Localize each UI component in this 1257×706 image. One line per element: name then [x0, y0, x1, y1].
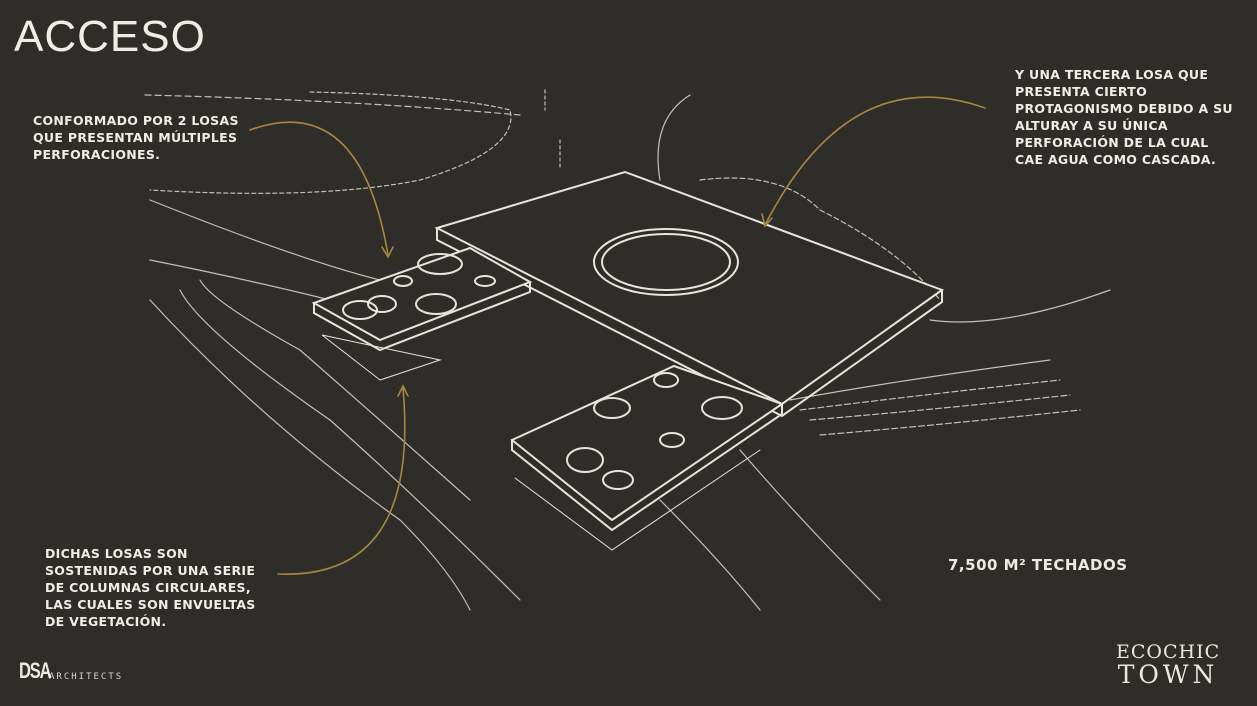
- accent-arrows: [249, 96, 986, 575]
- ecochic-town-logo: ECOCHIC TOWN: [1116, 642, 1220, 688]
- terrain-lines: [144, 89, 1111, 611]
- dsa-mark: DSA: [19, 658, 52, 683]
- upper-slab: [434, 170, 945, 418]
- dsa-architects-logo: DSA ARCHITECTS: [19, 658, 124, 683]
- dsa-text: ARCHITECTS: [49, 672, 124, 682]
- note-third-slab: Y UNA TERCERA LOSA QUE PRESENTA CIERTO P…: [1015, 67, 1233, 167]
- front-slab: [510, 364, 785, 551]
- slide-title: ACCESO: [14, 12, 206, 61]
- brand-line1: ECOCHIC: [1116, 641, 1221, 663]
- brand-line2: TOWN: [1117, 660, 1219, 689]
- area-label: 7,500 M² TECHADOS: [948, 556, 1128, 574]
- note-two-slabs: CONFORMADO POR 2 LOSAS QUE PRESENTAN MÚL…: [33, 113, 239, 162]
- left-slab: [311, 246, 533, 381]
- note-columns: DICHAS LOSAS SON SOSTENIDAS POR UNA SERI…: [45, 546, 256, 629]
